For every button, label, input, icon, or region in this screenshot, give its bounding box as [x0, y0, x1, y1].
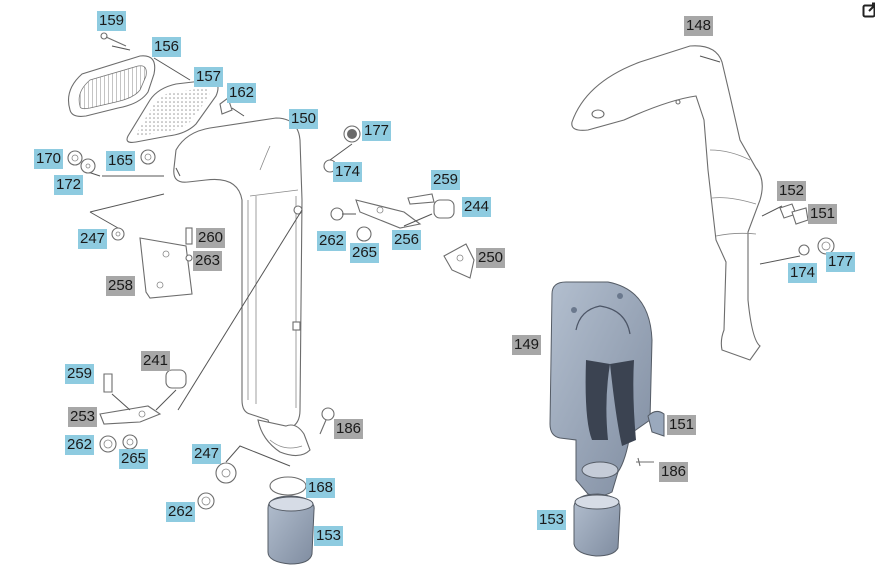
- part-label-170[interactable]: 170: [34, 149, 64, 169]
- part-label-159[interactable]: 159: [97, 11, 127, 31]
- part-label-241[interactable]: 241: [141, 351, 171, 371]
- part-label-148[interactable]: 148: [684, 16, 714, 36]
- bolt-159-part[interactable]: [100, 32, 127, 47]
- part-label-260[interactable]: 260: [196, 228, 226, 248]
- sleeve-153b-part[interactable]: [573, 493, 621, 557]
- washer-262-part[interactable]: [330, 207, 344, 221]
- part-label-265b[interactable]: 265: [119, 449, 149, 469]
- part-label-151b[interactable]: 151: [667, 415, 697, 435]
- seal-177-part[interactable]: [343, 125, 361, 143]
- bracket-253-part[interactable]: [99, 405, 162, 425]
- part-label-262b[interactable]: 262: [65, 435, 95, 455]
- washer-174b-part[interactable]: [798, 244, 810, 256]
- part-label-151[interactable]: 151: [808, 204, 838, 224]
- part-label-165[interactable]: 165: [106, 151, 136, 171]
- washer-262b-part[interactable]: [99, 435, 117, 453]
- part-label-247[interactable]: 247: [78, 229, 108, 249]
- part-label-153[interactable]: 153: [314, 526, 344, 546]
- part-label-162[interactable]: 162: [227, 83, 257, 103]
- part-label-156[interactable]: 156: [152, 37, 182, 57]
- air-duct-148-part[interactable]: [571, 45, 763, 361]
- washer-263-part[interactable]: [185, 254, 193, 262]
- part-label-153b[interactable]: 153: [537, 510, 567, 530]
- bolt-259-part[interactable]: [407, 193, 435, 205]
- bolt-259b-part[interactable]: [103, 373, 113, 393]
- bolt-260-part[interactable]: [185, 227, 193, 245]
- intake-duct-150-part[interactable]: [173, 117, 311, 457]
- bracket-250-part[interactable]: [443, 243, 475, 279]
- part-label-172[interactable]: 172: [54, 175, 84, 195]
- part-label-168[interactable]: 168: [306, 478, 336, 498]
- filter-housing-149-part[interactable]: [549, 281, 653, 497]
- part-label-177b[interactable]: 177: [826, 252, 856, 272]
- bolt-186-part[interactable]: [319, 407, 335, 435]
- part-label-244[interactable]: 244: [462, 197, 492, 217]
- seal-177b-part[interactable]: [817, 237, 835, 255]
- grommet-247-part[interactable]: [111, 227, 125, 241]
- part-label-256[interactable]: 256: [392, 230, 422, 250]
- sleeve-153-part[interactable]: [267, 495, 315, 565]
- part-label-150[interactable]: 150: [289, 109, 319, 129]
- grille-156-part[interactable]: [67, 55, 156, 117]
- part-label-186[interactable]: 186: [334, 419, 364, 439]
- washer-172-part[interactable]: [80, 158, 96, 174]
- gasket-168-part[interactable]: [269, 476, 307, 496]
- part-label-186b[interactable]: 186: [659, 462, 689, 482]
- bracket-258-part[interactable]: [139, 237, 193, 299]
- part-label-152[interactable]: 152: [777, 181, 807, 201]
- grommet-247b-part[interactable]: [215, 462, 237, 484]
- nut-165-part[interactable]: [140, 149, 156, 165]
- part-label-177[interactable]: 177: [362, 121, 392, 141]
- washer-170-part[interactable]: [67, 150, 83, 166]
- mesh-157-part[interactable]: [126, 79, 219, 143]
- seal-151b-part[interactable]: [647, 410, 665, 437]
- part-label-253[interactable]: 253: [68, 407, 98, 427]
- part-label-157[interactable]: 157: [194, 67, 224, 87]
- part-label-174[interactable]: 174: [333, 162, 363, 182]
- washer-262c-part[interactable]: [197, 492, 215, 510]
- mount-241-part[interactable]: [165, 369, 187, 389]
- part-label-259[interactable]: 259: [431, 170, 461, 190]
- part-label-263[interactable]: 263: [193, 251, 223, 271]
- bolt-186b-part[interactable]: [636, 457, 654, 467]
- part-label-262[interactable]: 262: [317, 231, 347, 251]
- part-label-262c[interactable]: 262: [166, 502, 196, 522]
- nut-265b-part[interactable]: [122, 434, 138, 450]
- part-label-265[interactable]: 265: [350, 243, 380, 263]
- part-label-247b[interactable]: 247: [192, 444, 222, 464]
- export-icon[interactable]: [862, 2, 875, 18]
- part-label-149[interactable]: 149: [512, 335, 542, 355]
- part-label-259b[interactable]: 259: [65, 364, 95, 384]
- part-label-258[interactable]: 258: [106, 276, 136, 296]
- nut-265-part[interactable]: [356, 226, 372, 242]
- mount-244-part[interactable]: [433, 199, 455, 219]
- part-label-250[interactable]: 250: [476, 248, 506, 268]
- part-label-174b[interactable]: 174: [788, 263, 818, 283]
- bracket-256-part[interactable]: [355, 199, 422, 229]
